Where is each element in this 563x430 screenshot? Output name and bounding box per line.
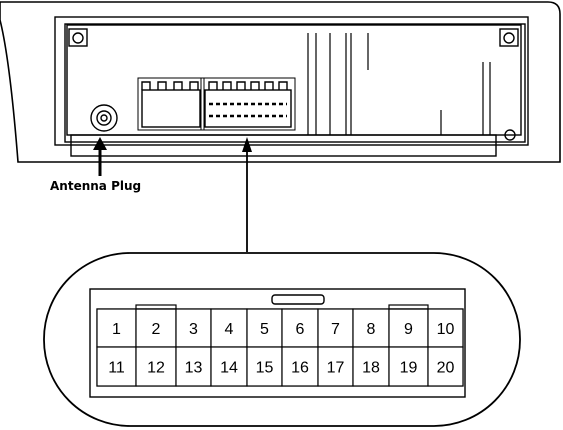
pin-label-20: 20: [437, 360, 455, 377]
screw-icon-top-left: [68, 28, 88, 47]
pin-label-7: 7: [331, 321, 340, 338]
bottom-strip: [70, 134, 497, 157]
pin-cell-16: [281, 346, 319, 387]
pin-label-3: 3: [189, 321, 198, 338]
pin-cell-11: [96, 346, 137, 387]
pin-label-16: 16: [291, 360, 309, 377]
connector-arrow: [242, 137, 252, 252]
pin-cell-3: [175, 308, 212, 348]
harness-socket-icon: [200, 77, 296, 131]
heat-sink-lines: [307, 33, 491, 135]
pin-label-11: 11: [108, 360, 125, 377]
pin-label-5: 5: [260, 321, 269, 338]
pin-cell-9: [388, 308, 429, 348]
radio-unit: [0, 1, 561, 163]
pin-cell-15: [246, 346, 283, 387]
housing-shoulder-2: [388, 304, 429, 310]
pin-cell-12: [135, 346, 177, 387]
pin-cell-20: [427, 346, 464, 387]
pin-label-4: 4: [225, 321, 234, 338]
faceplate-outer: [54, 16, 529, 146]
pin-label-15: 15: [256, 360, 274, 377]
pin-label-19: 19: [400, 360, 418, 377]
pin-label-9: 9: [404, 321, 413, 338]
pin-label-17: 17: [327, 360, 345, 377]
pin-label-10: 10: [437, 321, 455, 338]
pin-label-8: 8: [367, 321, 376, 338]
pin-label-13: 13: [185, 360, 203, 377]
connector-latch: [271, 294, 325, 305]
pin-cell-19: [388, 346, 429, 387]
antenna-arrow: [93, 137, 107, 176]
screw-icon-bottom-right: [504, 129, 516, 141]
pin-label-6: 6: [296, 321, 305, 338]
pin-label-12: 12: [147, 360, 165, 377]
housing-shoulder-1: [135, 304, 177, 310]
pin-cell-13: [175, 346, 212, 387]
screw-icon-top-right: [499, 28, 519, 47]
pin-label-14: 14: [220, 360, 238, 377]
pin-cell-10: [427, 308, 464, 348]
antenna-plug-label: Antenna Plug: [50, 179, 141, 193]
pin-cell-6: [281, 308, 319, 348]
pin-label-18: 18: [362, 360, 380, 377]
pin-label-2: 2: [152, 321, 161, 338]
pin-cell-1: [96, 308, 137, 348]
faceplate-inner: [64, 23, 526, 143]
pin-label-1: 1: [112, 321, 121, 338]
antenna-socket-icon: [90, 104, 118, 132]
pin-cell-4: [210, 308, 248, 348]
